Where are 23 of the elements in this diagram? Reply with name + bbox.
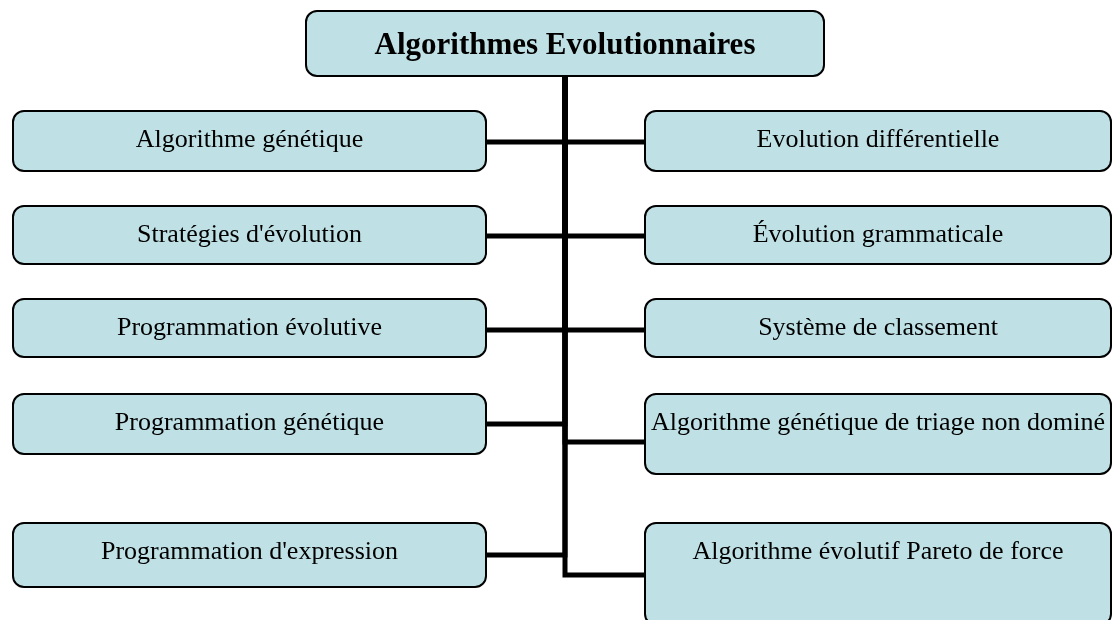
category-box (644, 110, 1112, 172)
connector-line (562, 77, 644, 578)
box-label: Algorithme génétique de triage non dominé (650, 406, 1106, 438)
box-label: Évolution grammaticale (752, 218, 1004, 250)
box-label: Programmation d'expression (100, 535, 399, 567)
category-box (12, 205, 487, 265)
box-label: Programmation génétique (114, 406, 385, 438)
category-box (12, 110, 487, 172)
root-box (305, 10, 825, 77)
category-box (12, 393, 487, 455)
category-box (12, 298, 487, 358)
box-label: Evolution différentielle (756, 123, 1000, 155)
box-label: Stratégies d'évolution (137, 218, 362, 250)
category-box (644, 393, 1112, 475)
box-label: Programmation évolutive (117, 311, 382, 343)
category-box (644, 522, 1112, 620)
title-text: Algorithmes Evolutionnaires (374, 25, 756, 62)
box-label: Algorithme évolutif Pareto de force (692, 535, 1064, 567)
category-box (644, 205, 1112, 265)
box-label: Algorithme génétique (135, 123, 364, 155)
category-box (644, 298, 1112, 358)
category-box (12, 522, 487, 588)
box-label: Système de classement (758, 311, 998, 343)
